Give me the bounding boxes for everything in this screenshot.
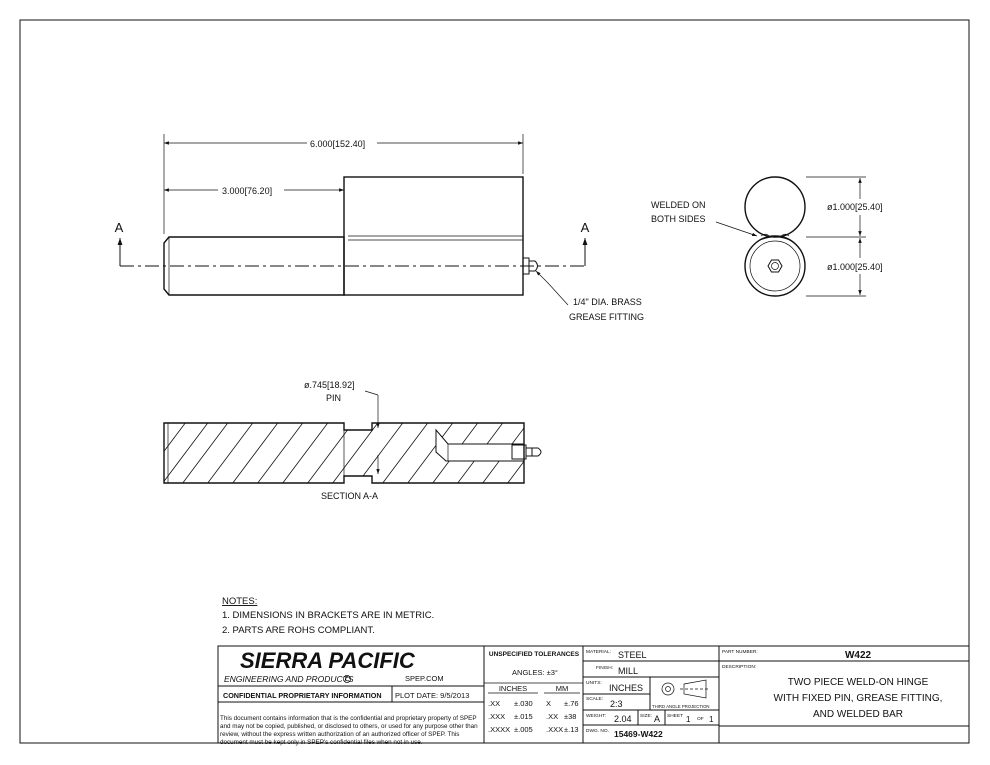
tol-row-1-mm-fmt: X — [546, 699, 551, 708]
company-sub: ENGINEERING AND PRODUCTS — [224, 674, 354, 684]
front-view — [117, 176, 588, 296]
grease-fitting-nipple — [529, 260, 538, 272]
tol-row-2-mm-val: ±38 — [564, 712, 576, 721]
tol-row-2-in-val: ±.015 — [514, 712, 533, 721]
section-marker-left: A — [115, 220, 124, 235]
grease-label-2: GREASE FITTING — [569, 312, 644, 322]
sheet-border — [19, 19, 970, 744]
desc-line-3: AND WELDED BAR — [813, 709, 903, 720]
section-view — [163, 390, 542, 484]
confidential-text: This document contains information that … — [220, 715, 478, 746]
grease-leader — [535, 270, 569, 306]
pin-label: PIN — [326, 393, 341, 403]
confidential-heading: CONFIDENTIAL PROPRIETARY INFORMATION — [223, 691, 382, 700]
fitting-hex-end — [767, 259, 783, 273]
tol-row-3-mm-val: ±.13 — [564, 725, 579, 734]
dim-pin-dia-text: ø.745[18.92] — [304, 380, 355, 390]
desc-line-1: TWO PIECE WELD-ON HINGE — [788, 677, 929, 688]
material-value: STEEL — [618, 650, 647, 660]
projection-circle-icon — [661, 682, 675, 696]
hinge-circle — [744, 235, 806, 297]
dim-bottom-dia-text: ø1.000[25.40] — [827, 262, 883, 272]
note-1: 1. DIMENSIONS IN BRACKETS ARE IN METRIC. — [222, 610, 434, 621]
dwg-number: 15469-W422 — [614, 729, 663, 739]
tolerance-angles: ANGLES: ±3° — [512, 668, 558, 677]
tol-row-3-in-val: ±.005 — [514, 725, 533, 734]
section-marker-right: A — [581, 220, 590, 235]
welded-label-2: BOTH SIDES — [651, 214, 706, 224]
sheet-label: SHEET — [667, 713, 683, 719]
desc-line-2: WITH FIXED PIN, GREASE FITTING, — [774, 693, 943, 704]
tolerance-mm-heading: MM — [556, 684, 569, 693]
tol-row-1-mm-val: ±.76 — [564, 699, 579, 708]
tol-row-2-in-fmt: .XXX — [488, 712, 505, 721]
section-title: SECTION A-A — [321, 491, 378, 501]
finish-label: FINISH: — [596, 665, 613, 671]
part-number: W422 — [845, 650, 872, 661]
scale-label: SCALE: — [586, 696, 603, 702]
notes-heading: NOTES: — [222, 596, 257, 607]
part-label: PART NUMBER: — [722, 649, 758, 655]
tol-row-3-mm-fmt: .XXX — [546, 725, 563, 734]
of-label: OF — [697, 716, 704, 722]
material-label: MATERIAL: — [586, 649, 611, 655]
title-block — [217, 645, 970, 744]
units-value: INCHES — [609, 683, 643, 693]
dwg-label: DWG. NO. — [586, 728, 609, 734]
weld-bead — [757, 236, 793, 242]
weight-label: WEIGHT: — [586, 713, 606, 719]
finish-value: MILL — [618, 666, 638, 676]
tolerance-inches-heading: INCHES — [499, 684, 527, 693]
tol-row-1-in-fmt: .XX — [488, 699, 500, 708]
sheet-value: 1 — [686, 715, 691, 724]
tolerances-heading: UNSPECIFIED TOLERANCES — [489, 651, 580, 658]
dim-overall-length — [163, 134, 524, 234]
size-label: SIZE: — [640, 713, 652, 719]
sheet-total: 1 — [709, 715, 714, 724]
scale-value: 2:3 — [610, 699, 623, 709]
company-website: SPEP.COM — [405, 674, 444, 683]
company-name: SIERRA PACIFIC — [240, 648, 416, 673]
grease-label-1: 1/4" DIA. BRASS — [573, 297, 642, 307]
units-label: UNITS: — [586, 680, 602, 686]
size-value: A — [654, 714, 660, 724]
welded-bar-circle — [744, 176, 806, 238]
tol-row-3-in-fmt: .XXXX — [488, 725, 510, 734]
welded-leader — [715, 221, 758, 237]
plot-date: PLOT DATE: 9/5/2013 — [395, 691, 469, 700]
weight-value: 2.04 — [614, 714, 632, 724]
copyright-icon — [343, 675, 351, 683]
projection-cone-icon — [683, 679, 707, 699]
dim-top-dia-text: ø1.000[25.40] — [827, 202, 883, 212]
projection-label: THIRD ANGLE PROJECTION — [652, 704, 710, 709]
tol-row-1-in-val: ±.030 — [514, 699, 533, 708]
tol-row-2-mm-fmt: .XX — [546, 712, 558, 721]
dim-pin-text: 3.000[76.20] — [222, 186, 272, 196]
dim-overall-text: 6.000[152.40] — [310, 139, 365, 149]
desc-label: DESCRIPTION: — [722, 664, 756, 670]
welded-label-1: WELDED ON — [651, 200, 706, 210]
end-view — [715, 176, 866, 297]
note-2: 2. PARTS ARE ROHS COMPLIANT. — [222, 625, 375, 636]
